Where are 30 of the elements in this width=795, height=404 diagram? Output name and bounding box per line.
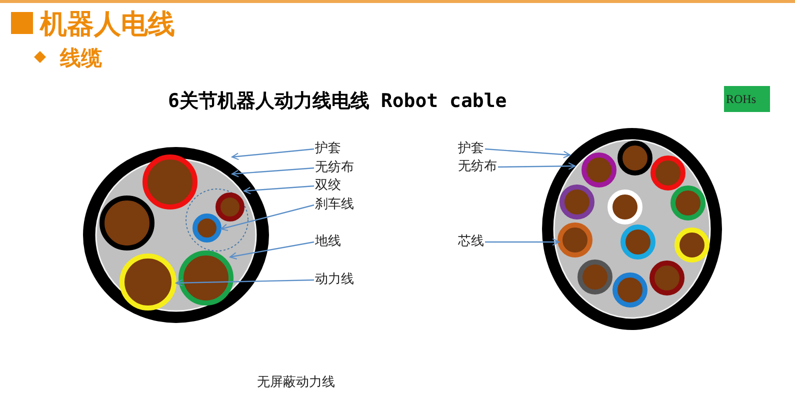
brake-wire [192,214,222,242]
callout-label: 刹车线 [315,197,354,213]
section-heading: 线缆 [60,45,102,72]
callout-label: 护套 [315,141,341,157]
leader-line [231,167,314,178]
page-title: 机器人电线 [40,8,175,42]
leader-line [175,279,314,287]
cable-jacket [542,128,722,330]
callout-label: 动力线 [315,272,354,288]
callout-label: 双绞 [315,178,341,194]
diagram-heading: 6关节机器人动力线电线 Robot cable [168,89,507,114]
cable-jacket [83,147,269,323]
certification-badge: ROHs [724,86,770,112]
core-wire [558,222,592,258]
leader-line [220,204,314,232]
nonwoven-filler [553,139,711,319]
callout-label: 无纺布 [315,160,354,176]
callout-label: 无纺布 [458,159,497,175]
leader-line [484,148,571,158]
caption: 无屏蔽动力线 [257,373,335,391]
leader-line [231,148,314,160]
callout-label: 护套 [458,141,484,157]
leader-line [243,185,314,194]
leader-line [485,238,560,246]
leader-line [498,162,576,170]
nonwoven-filler [95,154,257,312]
callout-label: 地线 [315,234,341,250]
twisted-pair-outline [186,188,248,252]
leader-line [229,241,314,260]
callout-label: 芯线 [458,234,484,250]
